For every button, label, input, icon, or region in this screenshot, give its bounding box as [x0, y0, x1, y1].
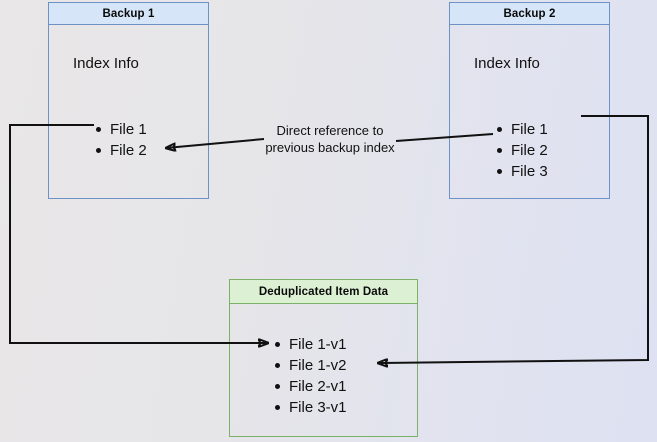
deduplicated-item-data-header: Deduplicated Item Data: [230, 280, 417, 304]
backup-2-header: Backup 2: [450, 3, 609, 25]
dedup-file-list: File 1-v1 File 1-v2 File 2-v1 File 3-v1: [274, 334, 347, 418]
backup-2-body: Index Info File 1 File 2 File 3: [450, 25, 609, 198]
list-item[interactable]: File 1: [95, 119, 147, 140]
list-item[interactable]: File 2: [496, 140, 548, 161]
deduplicated-item-data-box[interactable]: Deduplicated Item Data File 1-v1 File 1-…: [229, 279, 418, 437]
backup-1-body: Index Info File 1 File 2: [49, 25, 208, 198]
deduplicated-item-data-title: Deduplicated Item Data: [258, 285, 389, 298]
list-item[interactable]: File 1: [496, 119, 548, 140]
backup-1-header: Backup 1: [49, 3, 208, 25]
backup-1-title: Backup 1: [102, 7, 155, 20]
list-item[interactable]: File 1-v1: [274, 334, 347, 355]
direct-reference-annotation: Direct reference to previous backup inde…: [265, 123, 395, 155]
backup-1-box[interactable]: Backup 1 Index Info File 1 File 2: [48, 2, 209, 199]
backup-2-index-info-label: Index Info: [474, 55, 540, 72]
list-item[interactable]: File 1-v2: [274, 355, 347, 376]
list-item[interactable]: File 2: [95, 140, 147, 161]
list-item[interactable]: File 3: [496, 161, 548, 182]
backup-2-title: Backup 2: [503, 7, 556, 20]
backup-1-file-list: File 1 File 2: [95, 119, 147, 161]
backup-2-box[interactable]: Backup 2 Index Info File 1 File 2 File 3: [449, 2, 610, 199]
list-item[interactable]: File 3-v1: [274, 397, 347, 418]
list-item[interactable]: File 2-v1: [274, 376, 347, 397]
backup-2-file-list: File 1 File 2 File 3: [496, 119, 548, 182]
deduplicated-item-data-body: File 1-v1 File 1-v2 File 2-v1 File 3-v1: [230, 304, 417, 436]
backup-1-index-info-label: Index Info: [73, 55, 139, 72]
